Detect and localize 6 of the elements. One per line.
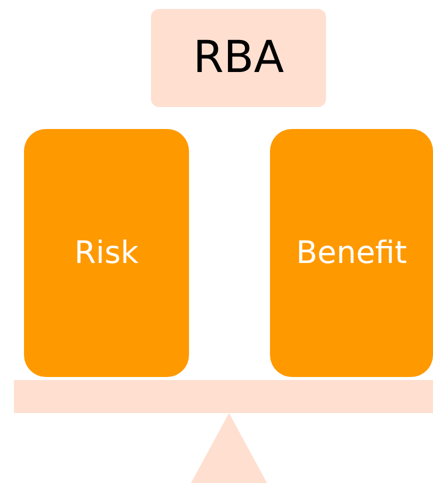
weight-box	[270, 129, 433, 377]
box-label: RBA	[193, 31, 284, 85]
box-label: Benefit	[296, 234, 407, 273]
box-label: Risk	[74, 234, 139, 273]
weight-box	[24, 129, 189, 377]
title-box	[151, 9, 326, 107]
